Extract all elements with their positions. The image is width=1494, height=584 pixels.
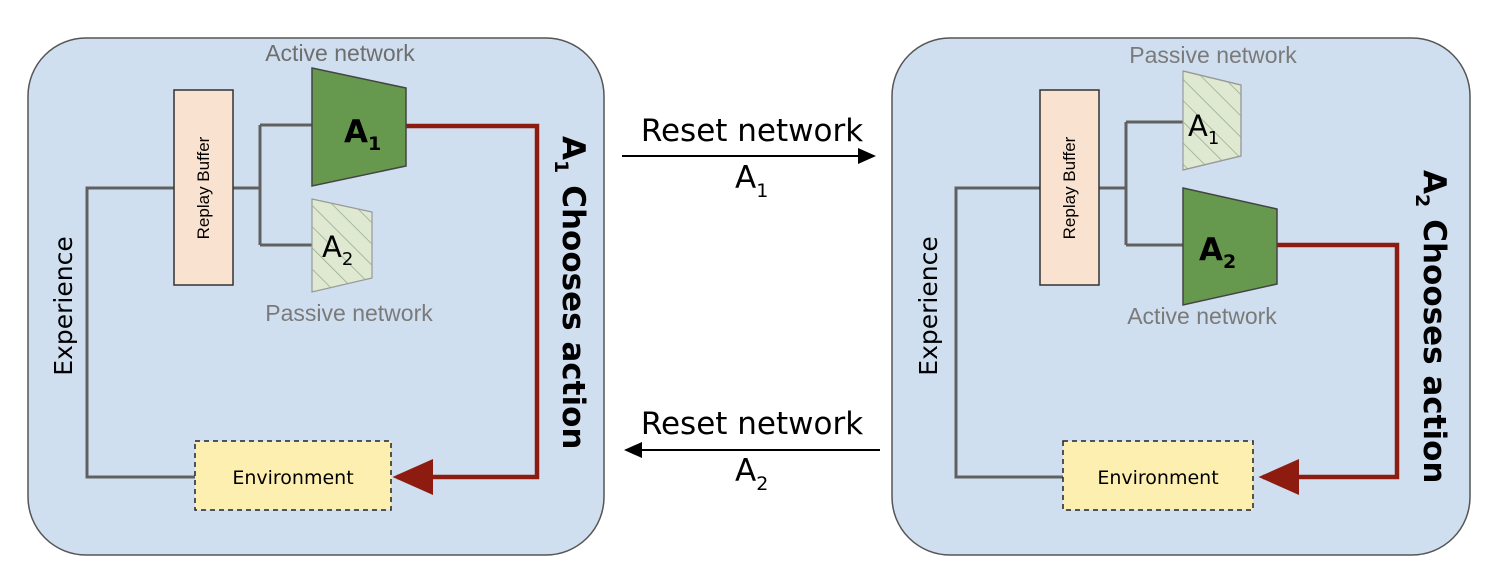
left-active-network-sub: 1 [368,133,381,155]
right-panel: Replay Buffer A1 Passive network A2 Acti… [891,37,1471,556]
left-environment-box [194,440,392,511]
left-chooses-letter: A [555,136,591,160]
left-panel: Replay Buffer A1 Active network A2 Passi… [27,37,605,556]
reset-top-letter: A [735,160,756,196]
right-experience-label: Experience [914,236,943,375]
right-passive-network-name: A1 [1188,109,1219,149]
left-passive-network-letter: A [322,230,342,264]
left-chooses-text: Chooses action [555,185,591,449]
left-panel-background [27,37,605,556]
left-action-arrow [392,123,540,495]
right-chooses-text: Chooses action [1416,219,1452,483]
reset-arrow-top: Reset network A1 [622,113,876,202]
right-active-network-sub: 2 [1223,251,1236,273]
reset-bottom-network: A2 [735,453,768,495]
left-passive-network-sub: 2 [342,249,353,270]
right-passive-network-hatch [1182,70,1242,171]
right-environment-label: Environment [1097,467,1218,489]
left-passive-network-hatch [312,199,372,292]
reset-bottom-sub: 2 [756,473,768,495]
reset-top-sub: 1 [756,180,768,202]
left-replay-buffer-label: Replay Buffer [194,136,213,239]
left-chooses-action-label: A1Chooses action [550,136,591,449]
right-passive-network-letter: A [1188,109,1208,143]
left-active-network-label: Active network [265,40,415,66]
right-active-network-label: Active network [1127,303,1277,329]
right-passive-network-label: Passive network [1129,42,1297,68]
reset-top-network: A1 [735,160,768,202]
left-wiring [85,123,312,479]
right-active-network-name: A2 [1199,232,1236,273]
reset-arrow-bottom: Reset network A2 [624,406,880,495]
left-passive-network-label: Passive network [265,300,433,326]
right-replay-buffer-box [1039,89,1100,286]
right-replay-buffer-label: Replay Buffer [1060,136,1079,239]
left-active-network-shape [311,67,407,187]
right-panel-background [891,37,1471,556]
left-passive-network-name: A2 [322,230,353,270]
right-chooses-letter: A [1416,170,1452,194]
right-active-network-shape [1182,187,1278,306]
left-active-network-name: A1 [344,114,381,155]
right-environment-box [1062,440,1254,511]
right-chooses-action-label: A2Chooses action [1411,170,1452,483]
right-active-network-letter: A [1199,232,1223,268]
reset-bottom-letter: A [735,453,756,489]
right-passive-network-sub: 1 [1208,128,1219,149]
left-experience-label: Experience [49,236,78,375]
right-chooses-sub: 2 [1411,194,1433,207]
left-chooses-sub: 1 [550,160,572,173]
left-replay-buffer-box [173,89,234,286]
right-action-arrow [1258,242,1400,495]
right-wiring [954,120,1183,479]
reset-bottom-label: Reset network [641,406,863,442]
left-active-network-letter: A [344,114,368,150]
reset-top-label: Reset network [641,113,863,149]
left-environment-label: Environment [232,467,353,489]
